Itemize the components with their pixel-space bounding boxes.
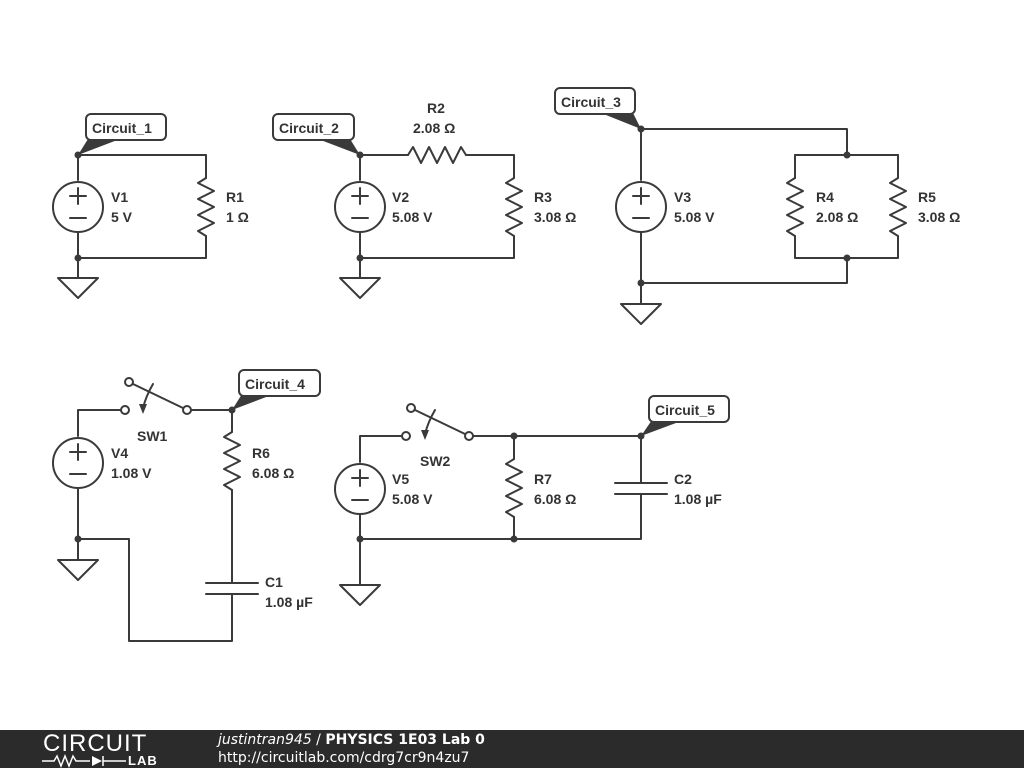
- resistor-r7[interactable]: [505, 458, 523, 518]
- flag-circuit-1[interactable]: Circuit_1: [78, 113, 167, 155]
- component-name: C2: [674, 471, 692, 487]
- resistor-r3[interactable]: [505, 177, 523, 237]
- ground-icon: [57, 277, 99, 299]
- flag-label: Circuit_4: [245, 376, 305, 392]
- resistor-r4[interactable]: [786, 177, 804, 237]
- component-value: 2.08 Ω: [816, 209, 858, 225]
- component-value: 5.08 V: [392, 491, 433, 507]
- ground-icon: [339, 277, 381, 299]
- component-name: SW1: [137, 428, 168, 444]
- flag-label: Circuit_3: [561, 94, 621, 110]
- footer-credit: justintran945 / PHYSICS 1E03 Lab 0: [218, 732, 485, 748]
- component-value: 3.08 Ω: [918, 209, 960, 225]
- voltage-source-v4[interactable]: [52, 437, 104, 489]
- flag-label: Circuit_1: [92, 120, 152, 136]
- component-value: 5.08 V: [674, 209, 715, 225]
- project-title: PHYSICS 1E03 Lab 0: [325, 732, 485, 748]
- switch-sw2[interactable]: [401, 403, 474, 441]
- footer-bar: CIRCUIT LAB justintran945 / PHYSICS 1E03…: [0, 730, 1024, 768]
- circuit-1: Circuit_1 V1 5 V R1 1 Ω: [52, 113, 249, 299]
- ground-icon: [339, 584, 381, 606]
- voltage-source-v1[interactable]: [52, 181, 104, 233]
- footer-separator: /: [311, 732, 326, 748]
- component-value: 2.08 Ω: [413, 120, 455, 136]
- component-name: R3: [534, 189, 552, 205]
- resistor-r2[interactable]: [407, 146, 467, 164]
- component-value: 1.08 µF: [674, 491, 722, 507]
- flag-label: Circuit_2: [279, 120, 339, 136]
- logo-wordmark-bottom: LAB: [128, 753, 158, 768]
- component-value: 6.08 Ω: [252, 465, 294, 481]
- component-name: V1: [111, 189, 128, 205]
- component-name: SW2: [420, 453, 451, 469]
- component-name: V4: [111, 445, 128, 461]
- component-name: V5: [392, 471, 409, 487]
- circuit-4: Circuit_4 V4 1.08 V SW1 R6 6.08 Ω C1 1.0…: [52, 369, 321, 642]
- voltage-source-v2[interactable]: [334, 181, 386, 233]
- voltage-source-v5[interactable]: [334, 463, 386, 515]
- ground-icon: [620, 303, 662, 325]
- component-value: 1 Ω: [226, 209, 249, 225]
- component-value: 5 V: [111, 209, 133, 225]
- component-value: 5.08 V: [392, 209, 433, 225]
- schematic-canvas: Circuit_1 V1 5 V R1 1 Ω Circuit_2 V2 5.0…: [52, 87, 960, 642]
- component-name: V2: [392, 189, 409, 205]
- circuitlab-logo[interactable]: CIRCUIT LAB: [40, 732, 180, 768]
- flag-circuit-4[interactable]: Circuit_4: [232, 369, 321, 410]
- ground-icon: [57, 559, 99, 581]
- voltage-source-v3[interactable]: [615, 181, 667, 233]
- circuit-5: Circuit_5 V5 5.08 V SW2 R7 6.08 Ω C2 1.0…: [334, 395, 730, 606]
- component-name: R7: [534, 471, 552, 487]
- logo-signal-icon: [42, 754, 126, 768]
- component-name: R2: [427, 100, 445, 116]
- component-name: R5: [918, 189, 936, 205]
- resistor-r6[interactable]: [223, 431, 241, 491]
- logo-wordmark-top: CIRCUIT: [43, 730, 148, 757]
- component-value: 1.08 V: [111, 465, 152, 481]
- resistor-r1[interactable]: [197, 177, 215, 237]
- component-value: 1.08 µF: [265, 594, 313, 610]
- flag-circuit-3[interactable]: Circuit_3: [554, 87, 641, 129]
- component-name: C1: [265, 574, 283, 590]
- flag-label: Circuit_5: [655, 402, 715, 418]
- circuit-3: Circuit_3 V3 5.08 V R4 2.08 Ω R5 3.08 Ω: [554, 87, 960, 325]
- circuit-2: Circuit_2 V2 5.08 V R2 2.08 Ω R3 3.08 Ω: [272, 100, 576, 299]
- flag-circuit-2[interactable]: Circuit_2: [272, 113, 360, 155]
- component-value: 6.08 Ω: [534, 491, 576, 507]
- component-name: V3: [674, 189, 691, 205]
- flag-circuit-5[interactable]: Circuit_5: [641, 395, 730, 436]
- resistor-r5[interactable]: [889, 177, 907, 237]
- project-url[interactable]: http://circuitlab.com/cdrg7cr9n4zu7: [218, 750, 470, 766]
- component-value: 3.08 Ω: [534, 209, 576, 225]
- component-name: R1: [226, 189, 244, 205]
- switch-sw1[interactable]: [120, 377, 192, 415]
- component-name: R6: [252, 445, 270, 461]
- component-name: R4: [816, 189, 834, 205]
- author-link[interactable]: justintran945: [218, 732, 312, 748]
